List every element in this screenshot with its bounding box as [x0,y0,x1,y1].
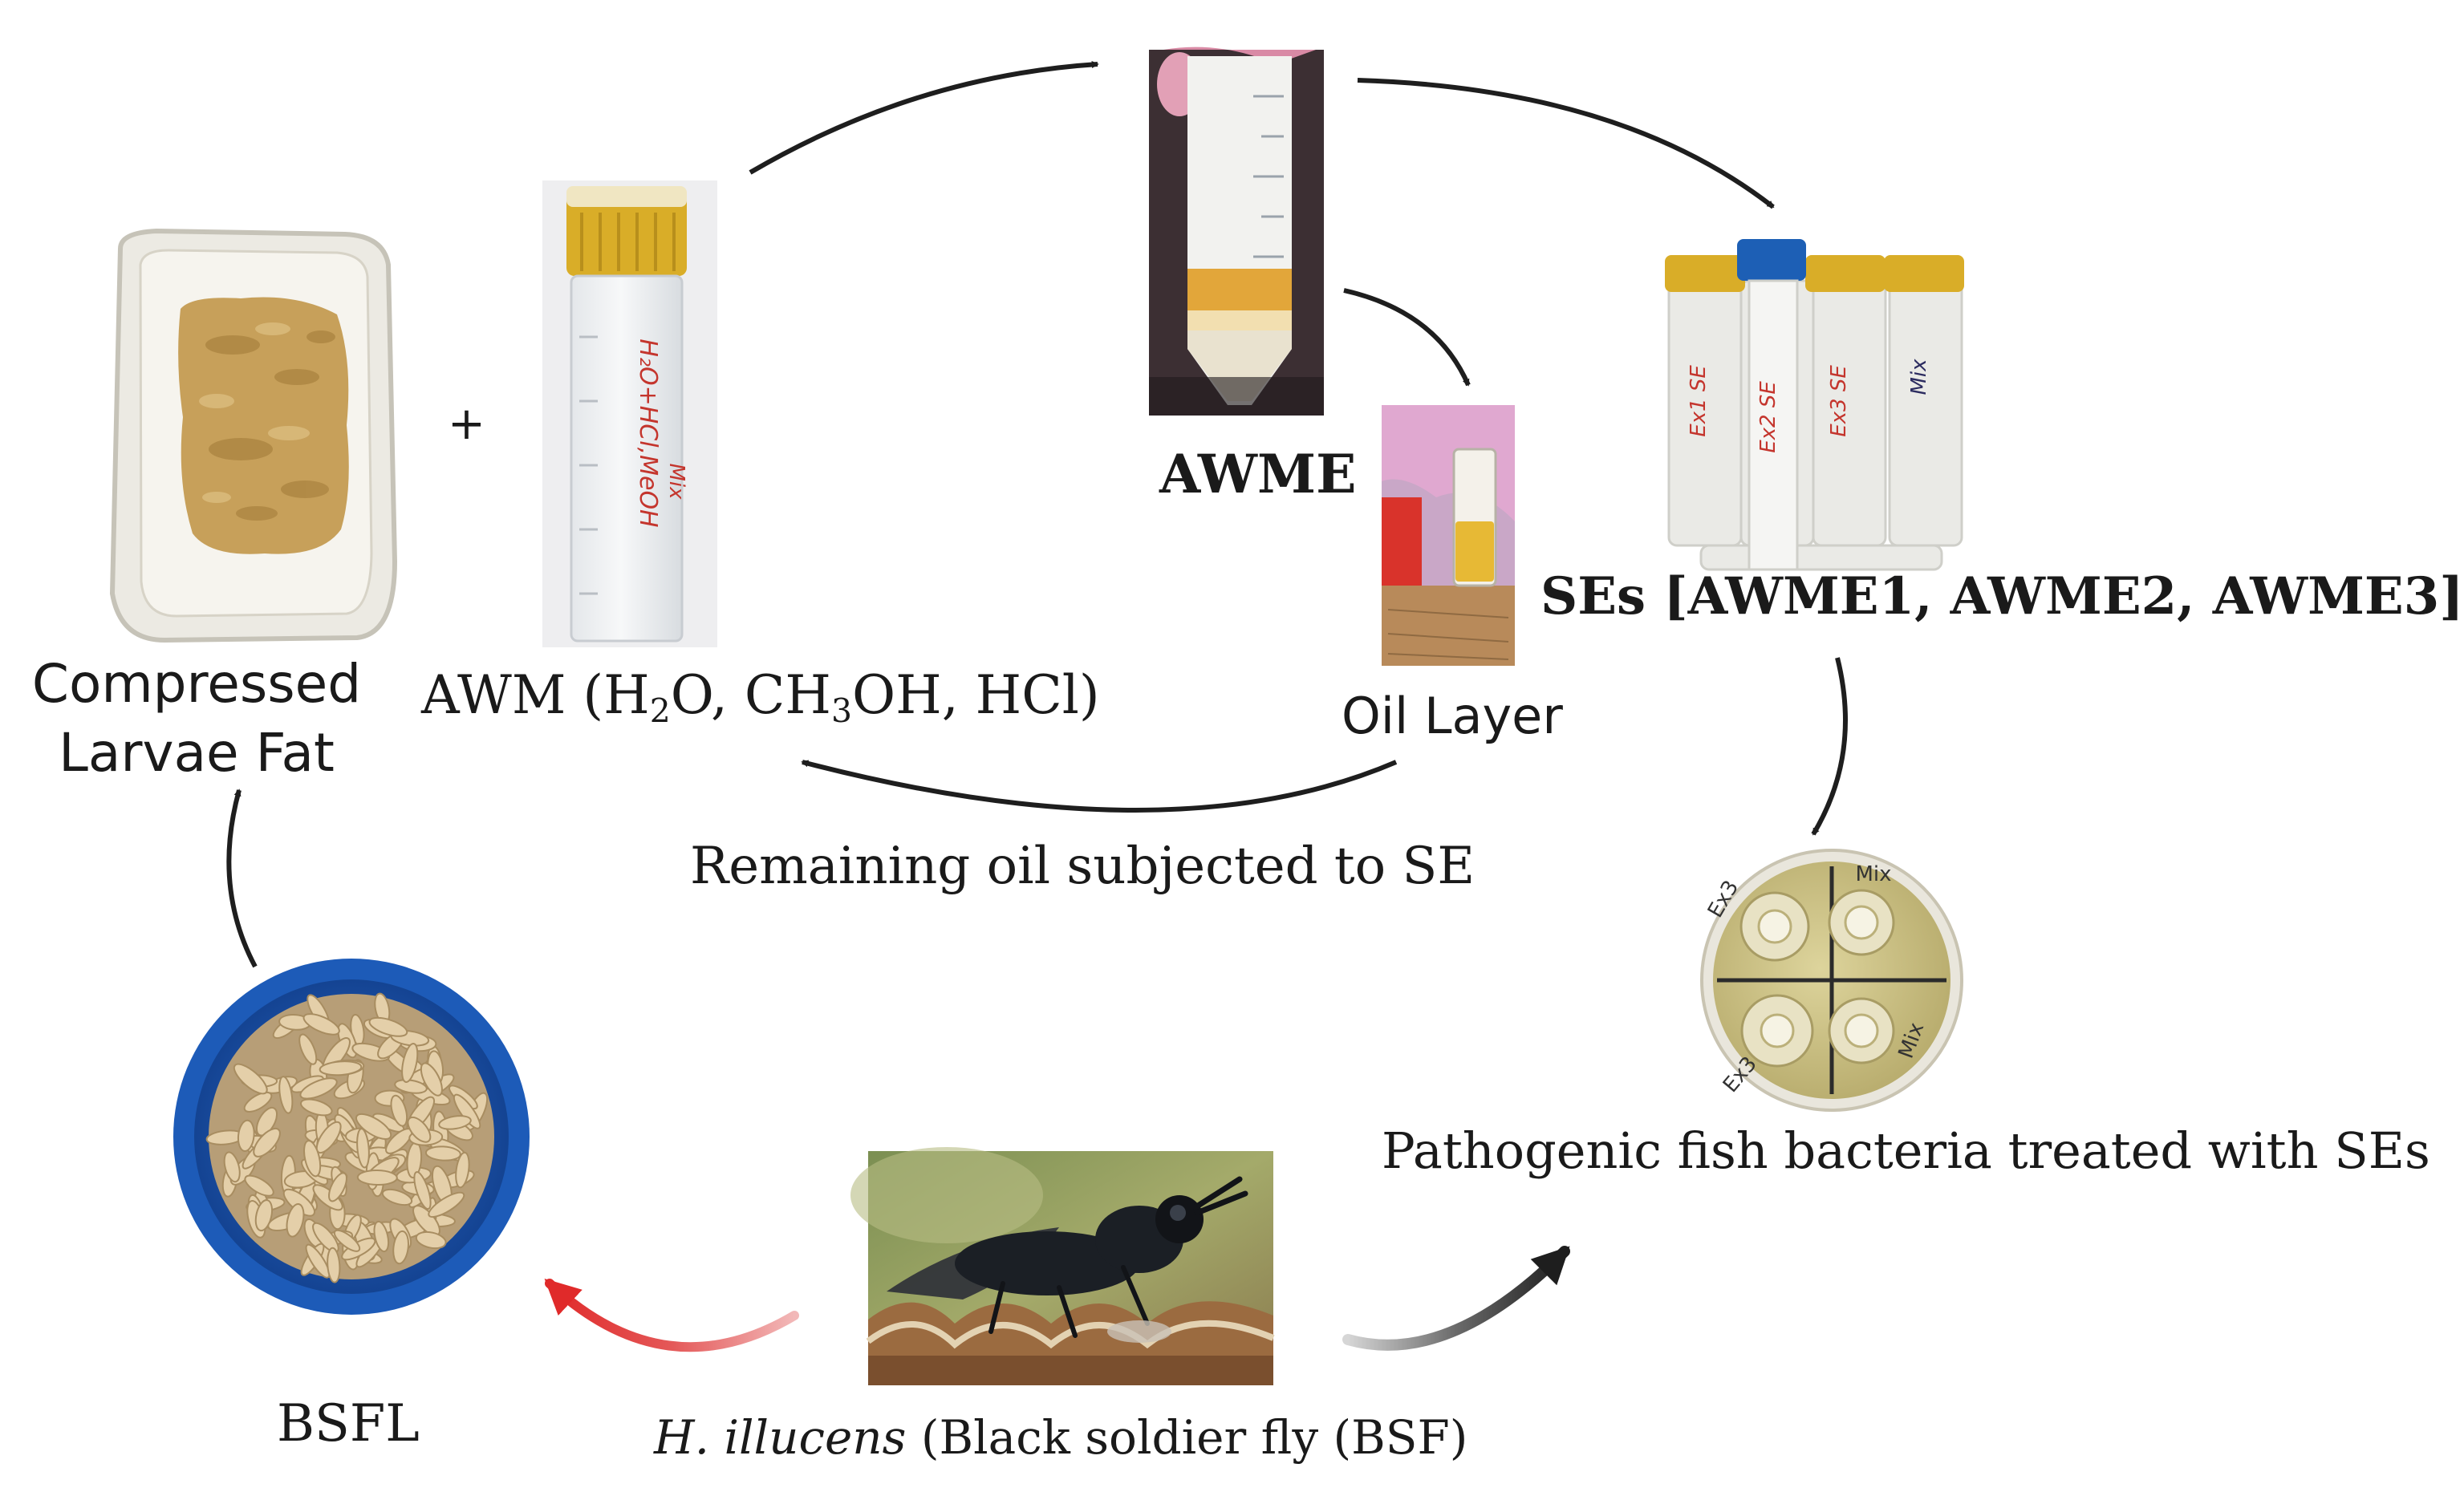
plate-label-q2: Mix [1855,862,1891,886]
larva [356,1169,398,1186]
fly-label-common: (Black soldier fly (BSF) [906,1410,1468,1465]
awm-label-sub1: 2 [649,691,671,731]
arrow-awm-to-awme [749,60,1099,175]
arrow-fly-to-plate [1342,1246,1570,1351]
arrow-oil-to-awm [801,760,1398,813]
larva [394,1079,428,1094]
se-tube-writing-1: Ex1 SE [1687,365,1711,437]
larvae-fat-label-line1: Compressed [31,653,362,715]
larva [305,1243,331,1279]
larva [438,1115,472,1130]
awm-label-sub2: 3 [831,691,853,731]
oil-layer-label: Oil Layer [1342,687,1563,745]
tubes-icon: Ex1 SE Ex2 SE Ex3 SE Mix [1665,239,1964,571]
larva [298,1033,318,1065]
container-icon [109,228,398,643]
larva [407,1116,432,1143]
larva [255,1106,278,1137]
larva [424,1145,461,1162]
bsfl-label: BSFL [277,1394,420,1453]
awm-label-prefix: AWM (H [421,664,650,726]
larvae-fat-label-line2: Larvae Fat [59,721,335,784]
larva [368,1016,408,1037]
plus-sign: + [448,398,485,450]
larva [428,1191,465,1218]
vial-icon [1382,405,1515,666]
larva [401,1043,419,1083]
larva [302,1013,340,1036]
se-tube-writing-2: Ex2 SE [1756,381,1780,453]
arrow-fly-to-bsfl [544,1279,799,1352]
larva [278,1076,294,1114]
arrow-awme-to-ses [1357,78,1775,209]
bowl-icon [173,959,530,1315]
awm-tube-writing-2: Mix [664,463,688,500]
larva [233,1063,268,1095]
larva [223,1151,241,1183]
petri-dish-icon: Ex3 Mix Ex3 Mix [1700,849,1963,1112]
arrow-ses-to-plate [1811,657,1848,836]
larvae-fat-label: Compressed Larvae Fat [24,650,369,788]
pathogenic-label: Pathogenic fish bacteria treated with SE… [1382,1121,2430,1180]
larva [381,1188,413,1206]
ses-label: SEs [AWME1, AWME2, AWME3] [1541,566,2464,626]
se-tube-writing-4: Mix [1907,359,1931,395]
larva [333,1229,361,1252]
arrow-bsfl-to-fat [226,789,258,968]
arrow-awme-to-oil [1343,288,1471,387]
remaining-oil-label: Remaining oil subjected to SE [690,837,1476,896]
larva [253,1127,281,1158]
larva [243,1091,273,1113]
larva [390,1094,408,1127]
tube-icon: H₂O+HCl,MeOH Mix [542,180,717,647]
larva [453,1093,481,1129]
larva [286,1203,305,1238]
larva [373,1220,390,1253]
awm-label-mid: O, CH [670,664,831,726]
tube-icon [1149,47,1324,416]
larva [415,1230,447,1250]
larva [413,1171,432,1210]
larva [356,1128,370,1169]
se-tube-writing-3: Ex3 SE [1827,365,1851,437]
larva [420,1062,443,1097]
larva [392,1230,409,1265]
larva [355,1113,392,1140]
awme-label: AWME [1159,443,1357,505]
fly-icon [850,1147,1275,1385]
larva [327,1247,341,1283]
larva [328,1172,347,1202]
awm-tube-writing-1: H₂O+HCl,MeOH [634,339,662,527]
larva [237,1119,255,1153]
awm-label-suffix: OH, HCl) [852,664,1100,726]
larva [455,1151,470,1189]
larva [299,1077,338,1100]
larva [244,1174,274,1197]
fly-label-species: H. illucens [654,1410,907,1465]
larva [254,1199,274,1232]
larva [300,1098,333,1117]
larva [319,1060,363,1076]
larva [303,1140,322,1178]
awm-label: AWM (H2O, CH3OH, HCl) [421,666,1100,730]
arrows [226,60,1848,1352]
fly-label: H. illucens (Black soldier fly (BSF) [654,1412,1467,1464]
